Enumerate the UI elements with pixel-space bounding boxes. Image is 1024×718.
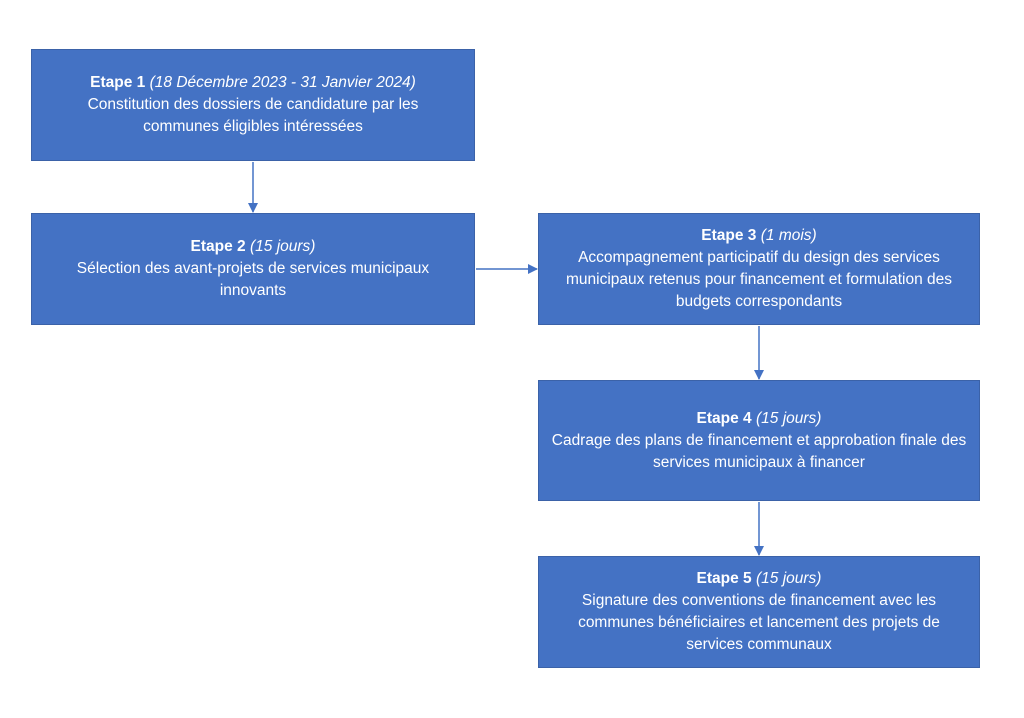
step-5-name: Etape 5: [696, 570, 752, 587]
step-2-period: (15 jours): [249, 238, 316, 255]
step-2-description: Sélection des avant-projets de services …: [76, 260, 430, 299]
step-2-box: Etape 2 (15 jours) Sélection des avant-p…: [31, 213, 475, 325]
step-3-name: Etape 3: [701, 227, 757, 244]
step-1-period: (18 Décembre 2023 - 31 Janvier 2024): [149, 74, 416, 91]
step-1-name: Etape 1: [90, 74, 146, 91]
step-3-box: Etape 3 (1 mois) Accompagnement particip…: [538, 213, 980, 325]
step-4-name: Etape 4: [696, 409, 752, 427]
step-4-period: (15 jours): [755, 409, 822, 427]
step-4-description: Cadrage des plans de financement et appr…: [551, 431, 967, 471]
step-5-box: Etape 5 (15 jours) Signature des convent…: [538, 556, 980, 668]
step-3-period: (1 mois): [760, 227, 817, 244]
step-1-heading: Etape 1 (18 Décembre 2023 - 31 Janvier 2…: [90, 72, 416, 94]
step-5-description: Signature des conventions de financement…: [578, 592, 940, 653]
step-2-name: Etape 2: [190, 238, 246, 255]
step-5-period: (15 jours): [755, 570, 822, 587]
step-1-description: Constitution des dossiers de candidature…: [87, 96, 419, 135]
step-5-heading: Etape 5 (15 jours): [697, 568, 822, 590]
step-3-heading: Etape 3 (1 mois): [701, 225, 816, 247]
step-4-heading: Etape 4 (15 jours): [697, 408, 822, 430]
step-1-box: Etape 1 (18 Décembre 2023 - 31 Janvier 2…: [31, 49, 475, 161]
step-3-description: Accompagnement participatif du design de…: [566, 249, 952, 310]
step-2-heading: Etape 2 (15 jours): [191, 236, 316, 258]
step-4-box: Etape 4 (15 jours) Cadrage des plans de …: [538, 380, 980, 501]
